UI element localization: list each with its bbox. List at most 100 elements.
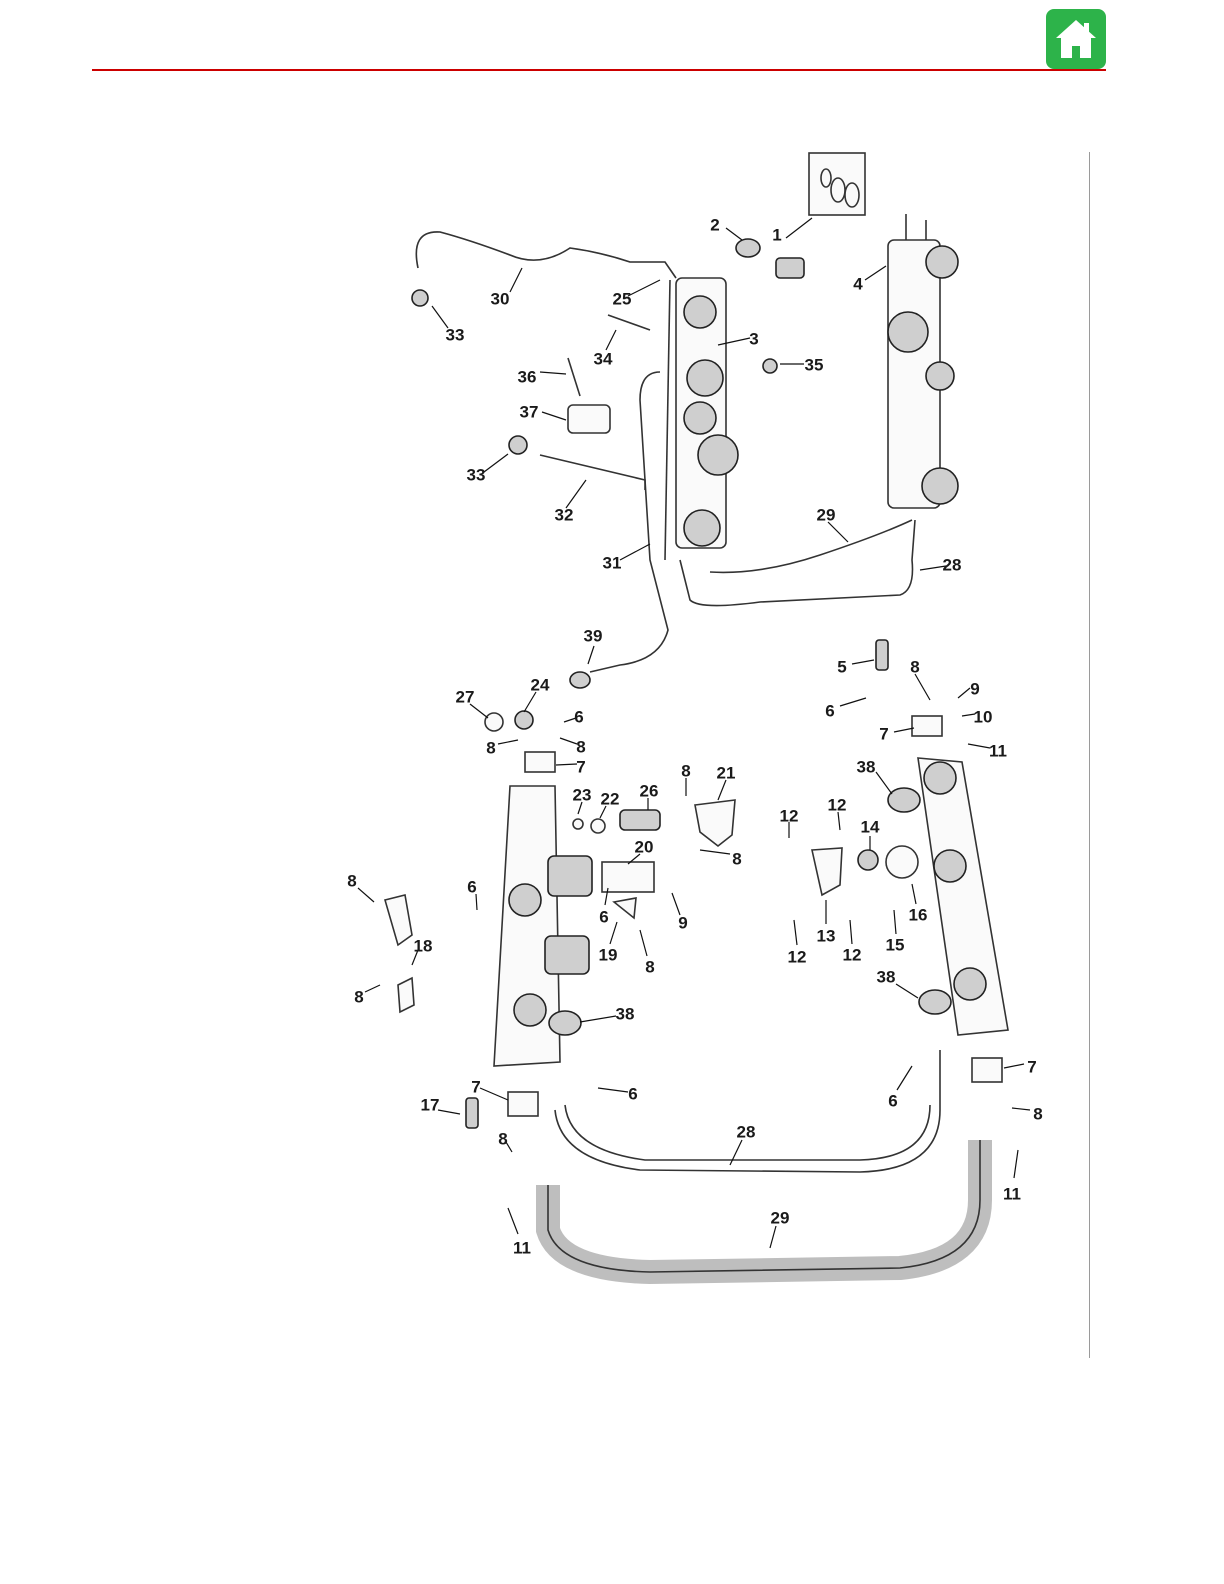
callout-label-5: 5 (837, 657, 846, 676)
callout-label-11: 11 (989, 741, 1007, 760)
callout-leader-line (840, 698, 866, 706)
callout-leader-line (510, 268, 522, 292)
lower-hoses (548, 1050, 980, 1272)
callout-leader-line (1014, 1150, 1018, 1178)
callout-leader-line (365, 985, 380, 992)
callout-label-8: 8 (645, 957, 654, 976)
callout-leader-line (588, 646, 594, 664)
callout-label-27: 27 (456, 687, 475, 706)
callout-label-25: 25 (613, 289, 632, 308)
callout-leader-line (438, 1110, 460, 1114)
callout-label-6: 6 (599, 907, 608, 926)
callout-leader-line (566, 480, 586, 508)
callout-label-6: 6 (574, 707, 583, 726)
callout-label-14: 14 (861, 817, 880, 836)
callout-label-22: 22 (601, 789, 620, 808)
callout-label-29: 29 (771, 1208, 790, 1227)
callout-label-8: 8 (498, 1129, 507, 1148)
upper-small-parts (412, 239, 804, 688)
callout-label-38: 38 (616, 1004, 635, 1023)
callout-leader-line (786, 218, 812, 238)
callout-label-30: 30 (491, 289, 510, 308)
callout-label-8: 8 (354, 987, 363, 1006)
callout-leader-line (894, 910, 896, 934)
callout-label-32: 32 (555, 505, 574, 524)
callout-leader-line (968, 744, 990, 748)
callout-leader-line (700, 850, 730, 854)
callout-leader-line (606, 330, 616, 350)
callout-label-16: 16 (909, 905, 928, 924)
callout-label-31: 31 (603, 553, 622, 572)
callout-label-34: 34 (594, 349, 613, 368)
callout-leader-line (894, 728, 914, 732)
callout-label-13: 13 (817, 926, 836, 945)
callout-leader-line (852, 660, 874, 664)
callout-label-8: 8 (1033, 1104, 1042, 1123)
callout-leader-line (718, 780, 726, 800)
callout-leader-line (850, 920, 852, 944)
callout-label-8: 8 (910, 657, 919, 676)
callout-leader-line (610, 922, 617, 944)
callout-label-10: 10 (974, 707, 993, 726)
callout-leader-line (794, 920, 797, 945)
callout-leader-line (726, 228, 742, 240)
callout-label-6: 6 (628, 1084, 637, 1103)
callout-leader-line (640, 930, 647, 956)
callout-leader-line (865, 266, 886, 280)
o-ring-kit-box (809, 153, 865, 215)
callout-leader-line (897, 1066, 912, 1090)
callout-label-12: 12 (828, 795, 847, 814)
callout-leader-line (958, 688, 970, 698)
lower-small-parts (385, 640, 1002, 1128)
callout-label-2: 2 (710, 215, 719, 234)
callout-label-35: 35 (805, 355, 824, 374)
callout-label-38: 38 (857, 757, 876, 776)
callout-label-7: 7 (471, 1077, 480, 1096)
callout-leader-line (358, 888, 374, 902)
callout-label-26: 26 (640, 781, 659, 800)
callout-label-12: 12 (788, 947, 807, 966)
callout-leader-line (628, 280, 660, 296)
callout-label-8: 8 (347, 871, 356, 890)
callout-label-37: 37 (520, 402, 539, 421)
callout-leader-line (542, 412, 566, 420)
callout-label-6: 6 (888, 1091, 897, 1110)
callout-label-15: 15 (886, 935, 905, 954)
callout-leader-line (912, 884, 916, 904)
callout-label-29: 29 (817, 505, 836, 524)
callout-label-33: 33 (467, 465, 486, 484)
callout-leader-line (508, 1208, 518, 1234)
callout-leader-line (770, 1226, 776, 1248)
callout-label-1: 1 (772, 225, 781, 244)
callout-label-9: 9 (970, 679, 979, 698)
callout-label-6: 6 (467, 877, 476, 896)
callout-label-23: 23 (573, 785, 592, 804)
callout-leader-line (730, 1140, 742, 1165)
callout-label-3: 3 (749, 329, 758, 348)
callout-label-28: 28 (943, 555, 962, 574)
callout-label-7: 7 (1027, 1057, 1036, 1076)
callout-label-11: 11 (1003, 1184, 1021, 1203)
callout-label-24: 24 (531, 675, 550, 694)
callout-label-28: 28 (737, 1122, 756, 1141)
callout-leader-line (556, 764, 577, 765)
footer-rule (92, 1490, 1106, 1492)
callout-label-8: 8 (732, 849, 741, 868)
callout-leader-line (540, 372, 566, 374)
callout-label-7: 7 (576, 757, 585, 776)
callout-label-17: 17 (421, 1095, 440, 1114)
callout-leader-line (480, 1088, 508, 1100)
lower-right-fuel-rail (888, 758, 1008, 1035)
callout-leader-line (838, 812, 840, 830)
callout-label-21: 21 (717, 763, 736, 782)
callout-label-33: 33 (446, 325, 465, 344)
callout-label-11: 11 (513, 1238, 531, 1257)
callout-leader-line (896, 984, 918, 998)
callout-label-8: 8 (681, 761, 690, 780)
upper-left-fuel-rail (676, 278, 738, 548)
callout-leader-line (484, 454, 508, 472)
callout-label-20: 20 (635, 837, 654, 856)
callout-leader-line (672, 893, 680, 915)
callout-label-8: 8 (486, 738, 495, 757)
